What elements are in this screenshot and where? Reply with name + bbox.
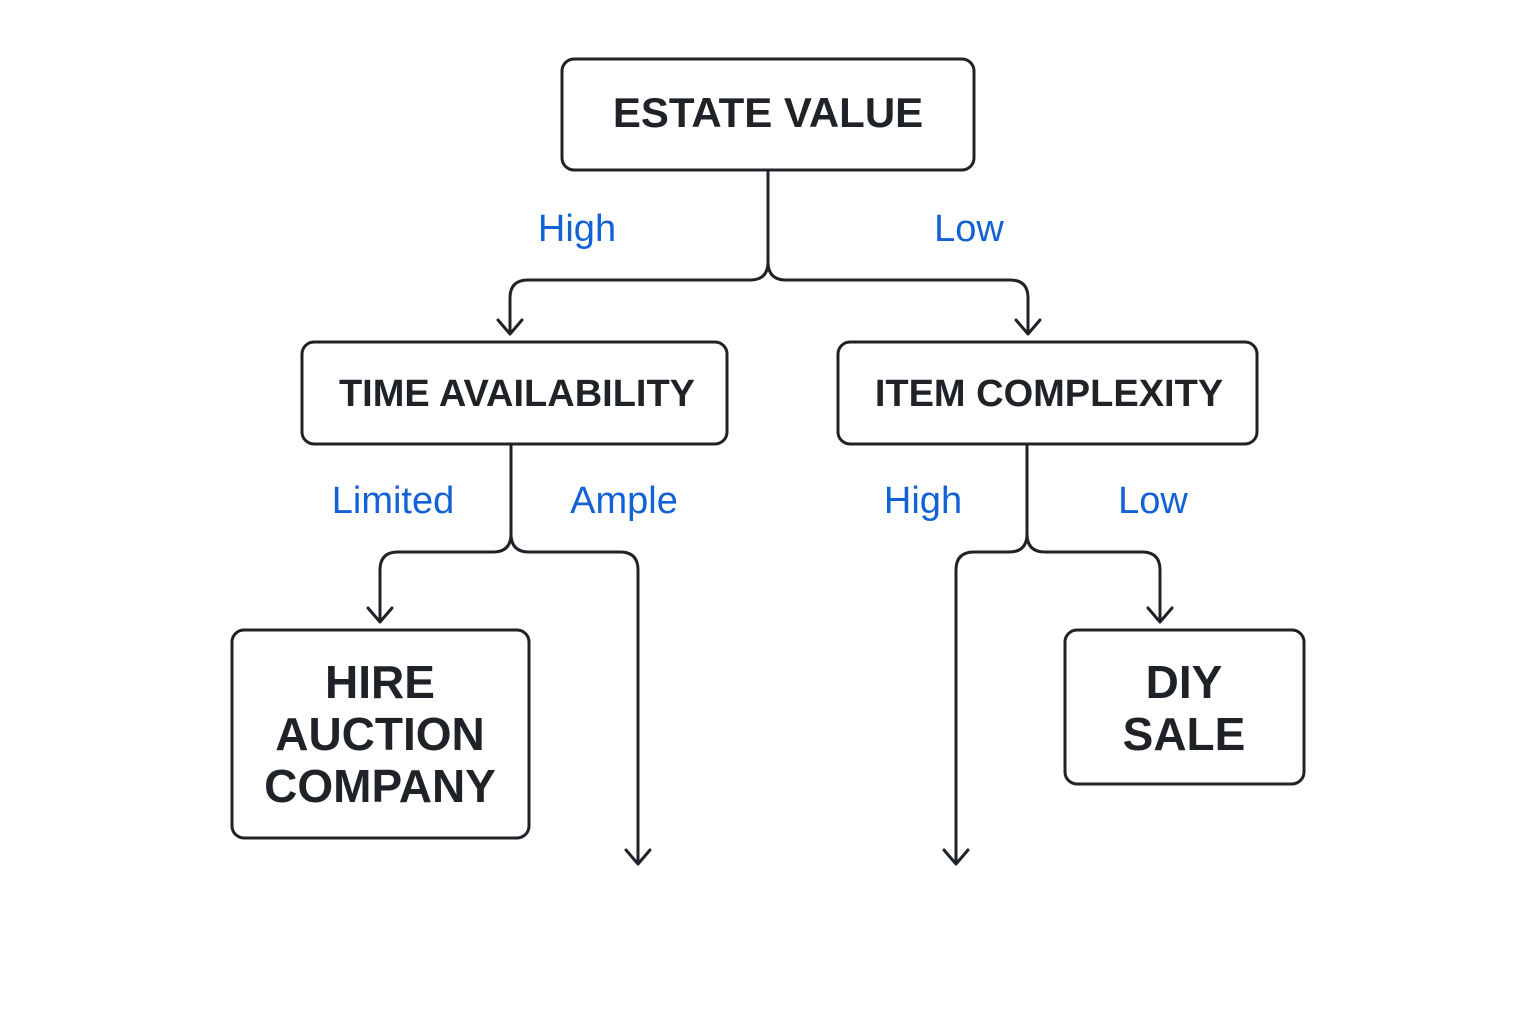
arrowhead-diy-sale [1146, 606, 1174, 624]
edge-label-root-high: High [538, 208, 616, 250]
node-item-complexity: ITEM COMPLEXITY [836, 340, 1259, 446]
node-label-time-availability: TIME AVAILABILITY [339, 373, 695, 415]
node-label-item-complexity: ITEM COMPLEXITY [875, 373, 1223, 415]
node-label-diy-line-1: DIY [1146, 656, 1223, 708]
connectors [366, 170, 1174, 866]
node-diy-sale: DIY SALE [1063, 628, 1306, 786]
connector-time-to-hire-auction [378, 444, 513, 622]
arrowhead-complexity-high [942, 848, 970, 866]
node-hire-auction-company: HIRE AUCTION COMPANY [230, 628, 531, 840]
node-label-hire-line-3: COMPANY [264, 760, 496, 812]
edge-label-time-limited: Limited [332, 480, 455, 522]
connector-root-to-time-availability [508, 170, 770, 334]
node-box-time-availability [300, 340, 729, 446]
node-box-diy-sale [1063, 628, 1306, 786]
connector-time-ample [509, 532, 640, 864]
node-label-hire-line-2: AUCTION [275, 708, 485, 760]
edge-labels: High Low Limited Ample High Low [332, 208, 1189, 522]
edge-label-complexity-high: High [884, 480, 962, 522]
node-label-estate-value: ESTATE VALUE [613, 89, 923, 136]
node-time-availability: TIME AVAILABILITY [300, 340, 729, 446]
connector-complexity-high [954, 444, 1029, 864]
arrowhead-time-availability [496, 318, 524, 336]
node-box-hire-auction-company [230, 628, 531, 840]
node-label-diy-line-2: SALE [1123, 708, 1246, 760]
arrowhead-item-complexity [1014, 318, 1042, 336]
node-box-estate-value [560, 57, 976, 172]
node-box-item-complexity [836, 340, 1259, 446]
edge-label-time-ample: Ample [570, 480, 678, 522]
node-estate-value: ESTATE VALUE [560, 57, 976, 172]
arrowhead-hire-auction [366, 606, 394, 624]
node-label-hire-line-1: HIRE [325, 656, 435, 708]
edge-label-complexity-low: Low [1118, 480, 1188, 522]
arrowhead-time-ample [624, 848, 652, 866]
connector-root-to-item-complexity [766, 260, 1030, 334]
connector-complexity-to-diy-sale [1025, 532, 1162, 622]
edge-label-root-low: Low [934, 208, 1004, 250]
